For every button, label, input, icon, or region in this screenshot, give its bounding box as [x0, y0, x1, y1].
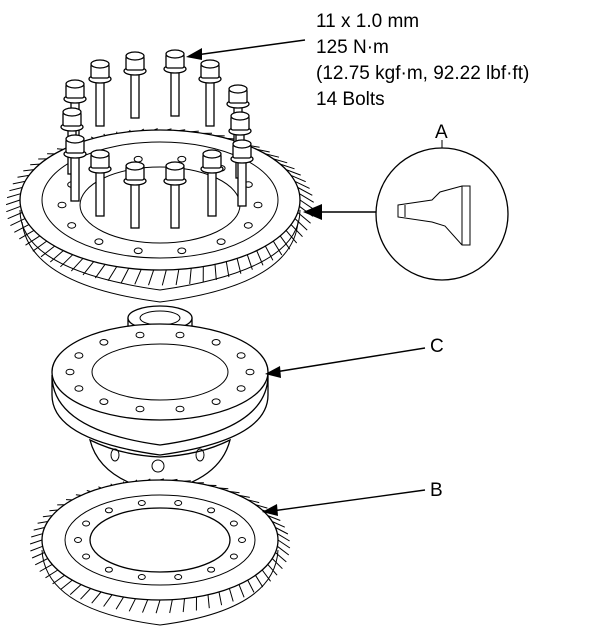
bolt-hole [236, 385, 246, 392]
bolt-hole [104, 507, 113, 514]
bolt-hole [229, 520, 238, 527]
bolt [88, 59, 112, 127]
detail-circle [375, 147, 509, 281]
spec-count: 14 Bolts [316, 89, 385, 110]
bolt [200, 149, 224, 217]
bolt-hole [135, 331, 145, 339]
spec-torque: 125 N·m [316, 37, 389, 58]
bolt-hole [177, 155, 187, 163]
detail-view-a [375, 147, 509, 281]
label-a: A [435, 122, 448, 143]
bolt [230, 139, 254, 207]
bolt-hole [243, 222, 253, 229]
bolt [123, 51, 147, 119]
bolt-hole [99, 398, 109, 406]
bolt [163, 49, 187, 117]
bolt-hole [82, 553, 91, 560]
differential-case [51, 305, 269, 493]
c-leader [274, 347, 426, 373]
bolt-hole [177, 247, 187, 255]
bolt-hole [99, 339, 109, 346]
bolt-hole [175, 331, 185, 339]
bolt-hole [133, 247, 143, 255]
label-c: C [430, 336, 444, 357]
spec-size: 11 x 1.0 mm [316, 11, 419, 32]
bolt-hole [74, 385, 84, 392]
bolt-hole [229, 553, 238, 560]
spec-torque-alt: (12.75 kgf·m, 92.22 lbf·ft) [316, 63, 529, 84]
lower-ring-gear [29, 478, 291, 626]
bolt-hole [67, 222, 77, 229]
bolt-hole [94, 238, 104, 245]
ring-gear [5, 128, 315, 303]
bolt-hole [104, 566, 113, 573]
bolt-hole [135, 405, 145, 413]
bolt-hole [57, 201, 67, 209]
b-leader [271, 489, 426, 512]
bolt [123, 161, 147, 229]
bolt-hole [211, 398, 221, 406]
bolt [163, 161, 187, 229]
bolt-hole [211, 339, 221, 346]
bolt [88, 149, 112, 217]
bolt-hole [236, 352, 246, 359]
bolt-hole [174, 500, 183, 506]
bolt-hole [82, 520, 91, 527]
bolt-hole [245, 368, 255, 376]
label-b: B [430, 480, 443, 501]
bolt [63, 134, 87, 202]
bolt [198, 59, 222, 127]
bolt-hole [253, 201, 263, 209]
bolt-hole [74, 537, 82, 543]
bolt-hole [207, 507, 216, 514]
bolt-hole [137, 500, 146, 506]
bolt-hole [174, 574, 183, 580]
spec-leader [195, 39, 306, 56]
bolt-hole [65, 368, 75, 376]
leader-lines [186, 39, 443, 516]
bolt-hole [137, 574, 146, 580]
bolt-hole [238, 537, 246, 543]
bolt-hole [74, 352, 84, 359]
bolt-hole [216, 238, 226, 245]
bolt-hole [207, 566, 216, 573]
bolt-hole [175, 405, 185, 413]
bolt-group [60, 49, 254, 229]
